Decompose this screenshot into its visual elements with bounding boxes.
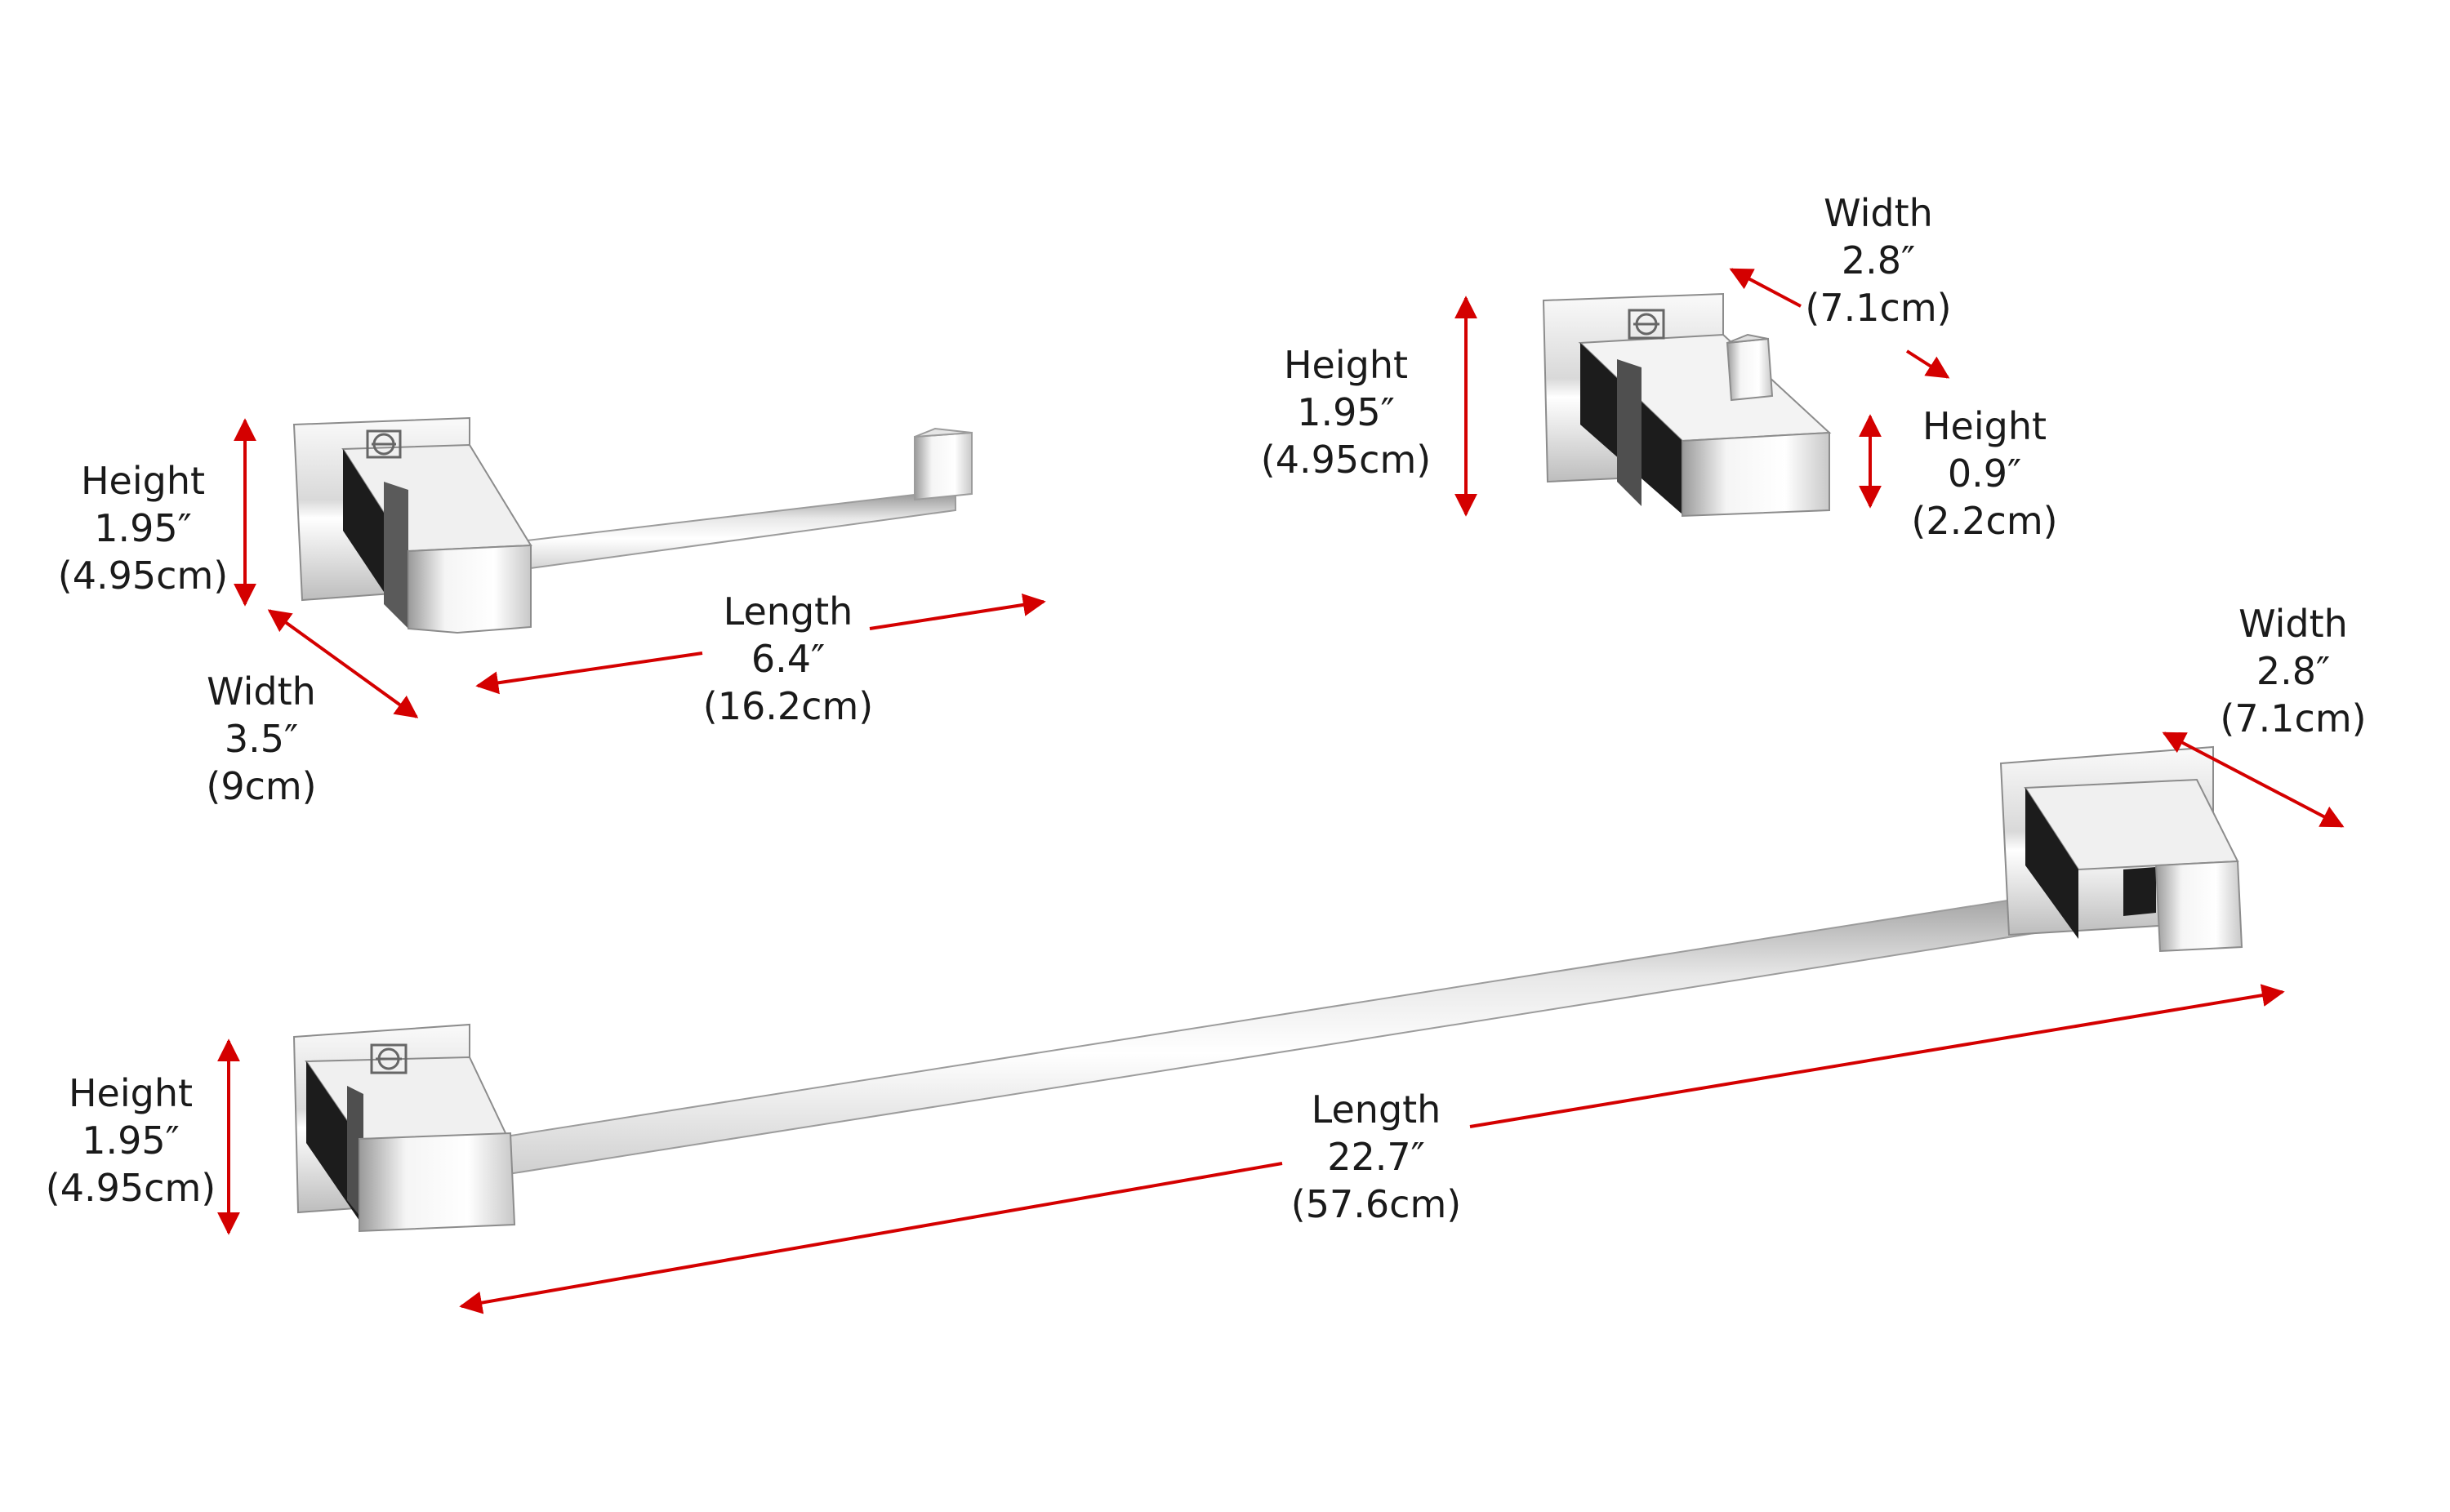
paper-holder-height-label: Height 1.95″ (4.95cm) — [58, 457, 228, 599]
paper-holder-product — [292, 416, 973, 634]
paper-holder-end-post — [914, 431, 973, 501]
towel-bar-left-block-face — [359, 1132, 516, 1233]
robe-hook-width-arrow-bottom — [1905, 349, 1950, 379]
robe-hook-width-label: Width 2.8″ (7.1cm) — [1805, 189, 1951, 331]
paper-holder-length-arrow-right — [869, 594, 1046, 630]
towel-bar-product — [292, 745, 2243, 1233]
dimension-inch: 3.5″ — [224, 717, 299, 761]
dimension-name: Height — [68, 1071, 194, 1115]
dimension-inch: 1.95″ — [82, 1118, 180, 1163]
dimension-cm: (7.1cm) — [1805, 286, 1952, 330]
paper-holder-width-label: Width 3.5″ (9cm) — [206, 668, 316, 810]
dimension-inch: 22.7″ — [1327, 1135, 1425, 1179]
dimension-arrows — [217, 268, 2345, 1314]
dimension-cm: (2.2cm) — [1911, 499, 2058, 543]
dimension-cm: (9cm) — [206, 764, 317, 808]
dimension-name: Height — [1922, 404, 2047, 448]
dimension-inch: 2.8″ — [1841, 238, 1916, 282]
towel-bar-length-label: Length 22.7″ (57.6cm) — [1291, 1086, 1461, 1228]
towel-bar-width-label: Width 2.8″ (7.1cm) — [2220, 600, 2366, 742]
dimension-cm: (7.1cm) — [2220, 696, 2367, 740]
dimension-inch: 1.95″ — [94, 506, 192, 550]
robe-hook-post — [1726, 337, 1774, 402]
towel-bar-height-label: Height 1.95″ (4.95cm) — [46, 1070, 216, 1212]
towel-bar-length-arrow-left — [459, 1162, 1283, 1314]
dimension-name: Width — [207, 669, 316, 714]
dimension-name: Length — [723, 589, 853, 634]
robe-hook-width-arrow-top — [1729, 268, 1802, 308]
paper-holder-length-label: Length 6.4″ (16.2cm) — [703, 588, 873, 730]
brand-logo-icon — [370, 1043, 408, 1074]
dimension-cm: (57.6cm) — [1290, 1182, 1462, 1226]
robe-hook-hook-height-label: Height 0.9″ (2.2cm) — [1911, 402, 2057, 545]
robe-hook-block-face — [1682, 431, 1830, 518]
dimension-name: Width — [2238, 602, 2348, 646]
dimension-cm: (16.2cm) — [702, 684, 874, 728]
brand-logo-icon — [366, 429, 402, 459]
dimension-name: Height — [1283, 343, 1409, 387]
brand-logo-icon — [1628, 309, 1665, 340]
paper-holder-width-arrow — [267, 609, 419, 718]
towel-bar-width-arrow — [2162, 732, 2345, 828]
dimension-inch: 6.4″ — [751, 637, 826, 681]
robe-hook-product — [1542, 292, 1832, 518]
towel-bar-right-block-face — [2154, 860, 2243, 953]
towel-bar-length-arrow-right — [1469, 984, 2285, 1128]
paper-holder-length-arrow-left — [475, 651, 703, 695]
dimension-name: Width — [1824, 191, 1933, 235]
dimension-cm: (4.95cm) — [45, 1166, 216, 1210]
dimension-name: Length — [1311, 1087, 1441, 1132]
paper-holder-block-face — [408, 544, 532, 634]
paper-holder-rod — [506, 488, 956, 573]
dimension-inch: 2.8″ — [2256, 649, 2331, 693]
dimension-cm: (4.95cm) — [57, 554, 229, 598]
dimension-name: Height — [80, 459, 206, 503]
dimension-inch: 0.9″ — [1947, 451, 2022, 496]
robe-hook-height-label: Height 1.95″ (4.95cm) — [1261, 341, 1431, 483]
dimension-inch: 1.95″ — [1297, 390, 1395, 434]
dimension-cm: (4.95cm) — [1260, 438, 1432, 482]
